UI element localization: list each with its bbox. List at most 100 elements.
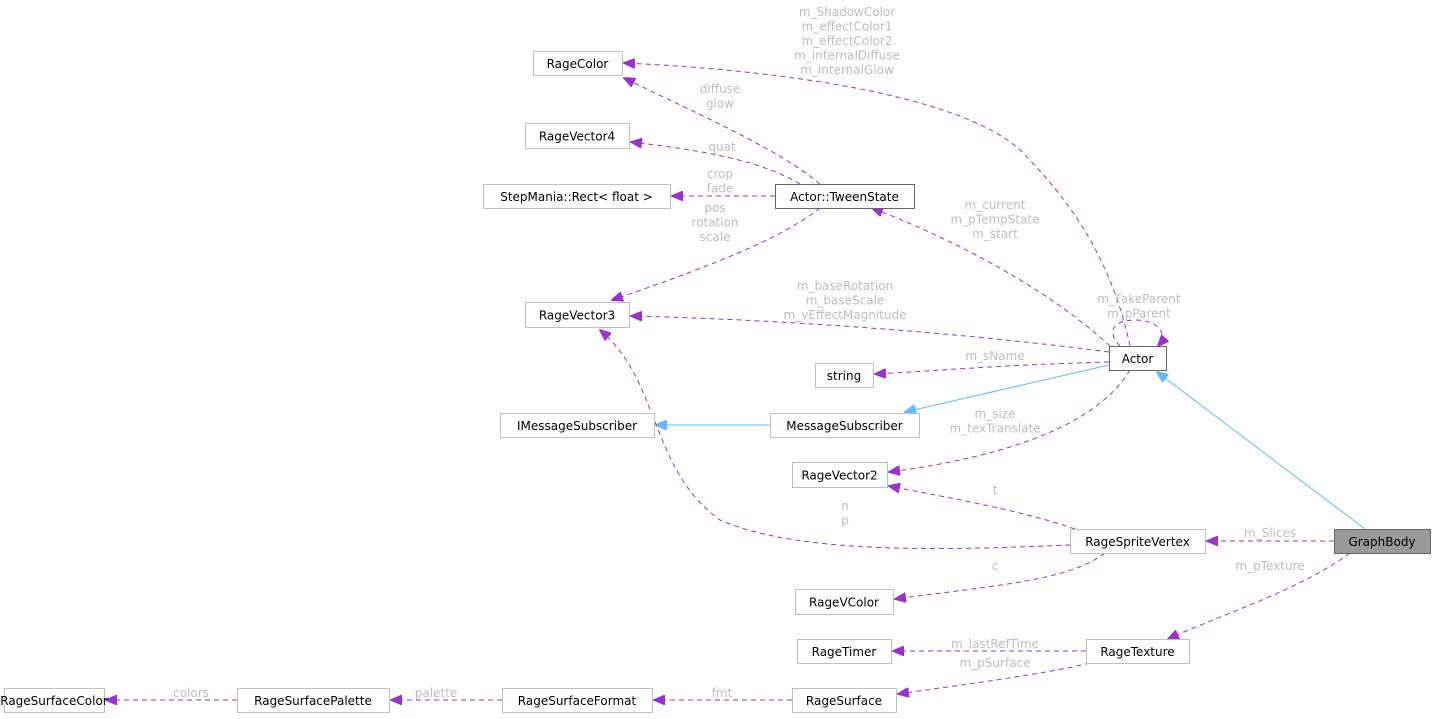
edge-actor-to-messagesubscriber: [905, 364, 1110, 412]
node-ragesurfacecolor[interactable]: RageSurfaceColor: [0, 688, 108, 713]
edge-label-line: quat: [708, 140, 736, 154]
node-actor[interactable]: Actor: [1109, 346, 1167, 371]
edge-label-line: m_pTexture: [1235, 559, 1304, 573]
node-box[interactable]: [483, 184, 671, 209]
node-label: RageTexture: [1100, 645, 1174, 659]
edge-label-line: colors: [173, 686, 209, 700]
edge-actor-to-ragecolor: [624, 63, 1131, 347]
node-string[interactable]: string: [815, 363, 874, 388]
edge-label-line: m_Slices: [1244, 526, 1296, 540]
edge-label: palette: [415, 686, 457, 700]
node-box[interactable]: [533, 51, 623, 76]
edge-label: t: [993, 483, 998, 497]
node-label: RageColor: [547, 57, 609, 71]
node-ragevector4[interactable]: RageVector4: [525, 123, 630, 149]
edge-graphbody-to-actor: [1157, 372, 1366, 530]
edge-label-line: rotation: [691, 216, 738, 230]
edge-label-line: m_ShadowColor: [799, 5, 895, 19]
node-label: GraphBody: [1348, 535, 1415, 549]
edge-label-line: m_vEffectMagnitude: [784, 308, 907, 322]
edge-label-line: m_pTempState: [950, 213, 1039, 227]
edge-label-line: diffuse: [700, 82, 740, 96]
edge-label-line: fade: [707, 182, 734, 196]
edge-label: m_pTexture: [1235, 559, 1304, 573]
node-label: RageSurfacePalette: [254, 694, 372, 708]
node-box[interactable]: [1109, 346, 1167, 371]
edge-label-line: m_pSurface: [959, 656, 1030, 670]
edge-ragetexture-to-ragesurface: [898, 662, 1091, 694]
node-label: Actor::TweenState: [790, 190, 899, 204]
node-ragevector3[interactable]: RageVector3: [525, 302, 630, 328]
node-label: MessageSubscriber: [786, 419, 903, 433]
node-box[interactable]: [4, 688, 105, 713]
edge-label: m_pSurface: [959, 656, 1030, 670]
edge-label-line: m_baseScale: [806, 294, 885, 308]
edge-label-line: m_start: [972, 227, 1018, 241]
node-ragesurfacepalette[interactable]: RageSurfacePalette: [237, 688, 390, 713]
edge-ragespritevertex-to-ragevector2: [889, 486, 1076, 530]
edge-label-line: c: [992, 559, 999, 573]
node-box[interactable]: [797, 639, 892, 664]
node-box[interactable]: [775, 184, 915, 209]
node-ragetimer[interactable]: RageTimer: [797, 639, 892, 664]
node-box[interactable]: [815, 363, 874, 388]
edge-label-line: m_current: [965, 198, 1026, 212]
node-graphbody[interactable]: GraphBody: [1334, 529, 1431, 554]
edge-actor-to-ragevector3: [631, 316, 1110, 353]
node-rect[interactable]: StepMania::Rect< float >: [483, 184, 671, 209]
node-label: string: [827, 369, 861, 383]
edge-label-line: t: [993, 483, 998, 497]
node-ragespritevertex[interactable]: RageSpriteVertex: [1070, 529, 1206, 554]
edge-label-line: m_internalGlow: [800, 63, 894, 77]
edge-label-line: m_FakeParent: [1097, 292, 1180, 306]
node-tweenstate[interactable]: Actor::TweenState: [775, 184, 915, 209]
node-box[interactable]: [502, 688, 653, 713]
edge-label-line: m_internalDiffuse: [794, 49, 900, 63]
node-label: RageVector4: [539, 130, 615, 144]
edge-ragespritevertex-to-ragevector3: [600, 330, 1071, 550]
node-box[interactable]: [1334, 529, 1431, 554]
node-ragesurface[interactable]: RageSurface: [792, 688, 897, 713]
node-imessagesubscriber[interactable]: IMessageSubscriber: [500, 413, 655, 438]
node-label: RageSurfaceFormat: [518, 694, 637, 708]
node-box[interactable]: [525, 123, 630, 149]
node-box[interactable]: [500, 413, 655, 438]
node-label: RageSpriteVertex: [1085, 535, 1190, 549]
edge-label: fmt: [712, 686, 733, 700]
edge-label-line: pos: [704, 201, 725, 215]
edge-label-line: m_lastRefTime: [951, 637, 1039, 651]
node-box[interactable]: [1070, 529, 1206, 554]
node-box[interactable]: [525, 302, 630, 328]
edge-label-line: scale: [700, 230, 731, 244]
node-box[interactable]: [792, 462, 888, 488]
edge-label-line: fmt: [712, 686, 733, 700]
edge-actor-to-string: [875, 361, 1110, 374]
node-label: RageVector3: [539, 309, 615, 323]
node-ragetexture[interactable]: RageTexture: [1086, 639, 1190, 664]
node-ragevector2[interactable]: RageVector2: [792, 462, 888, 488]
node-box[interactable]: [770, 413, 920, 438]
node-ragecolor[interactable]: RageColor: [533, 51, 623, 76]
node-label: RageVector2: [801, 469, 877, 483]
edge-label: m_Slices: [1244, 526, 1296, 540]
node-ragesurfaceformat[interactable]: RageSurfaceFormat: [502, 688, 653, 713]
node-messagesubscriber[interactable]: MessageSubscriber: [770, 413, 920, 438]
node-box[interactable]: [792, 688, 897, 713]
edge-label: colors: [173, 686, 209, 700]
node-label: RageSurface: [806, 694, 882, 708]
node-box[interactable]: [237, 688, 390, 713]
node-box[interactable]: [795, 589, 894, 615]
edge-actor-to-actor: [1112, 319, 1162, 346]
edge-label-line: m_baseRotation: [797, 279, 893, 293]
edge-actor-to-tweenstate: [872, 208, 1111, 347]
node-box[interactable]: [1086, 639, 1190, 664]
edge-label: quat: [708, 140, 736, 154]
node-label: RageTimer: [812, 645, 877, 659]
node-ragevcolor[interactable]: RageVColor: [795, 589, 894, 615]
